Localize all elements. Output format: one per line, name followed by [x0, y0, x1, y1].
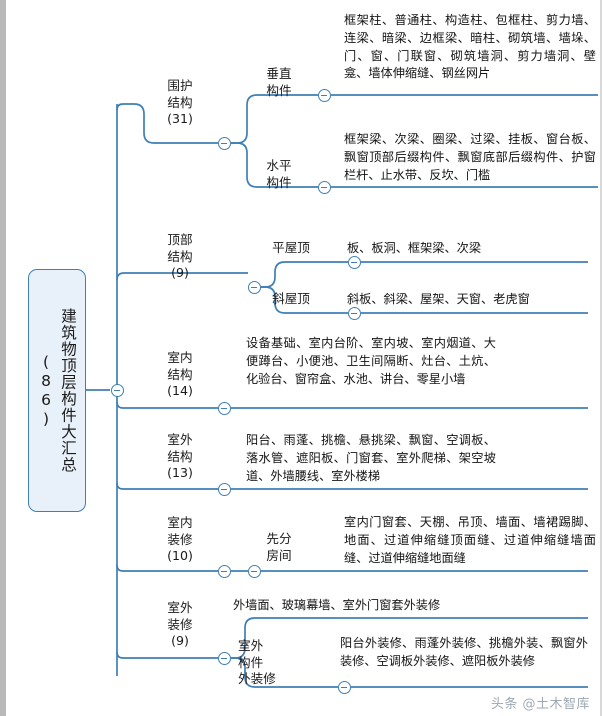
node-label-outdoor-member-decoration[interactable]: 室外 构件 外装修: [238, 638, 276, 687]
leaf-outdoor-structure: 阳台、雨蓬、挑檐、悬挑梁、飘窗、空调板、落水管、遮阳板、门窗套、室外爬梯、架空坡…: [246, 433, 496, 483]
branch-label-outdoor-decoration[interactable]: 室外 装修 (9): [167, 600, 193, 649]
collapse-handle-sloped-roof[interactable]: [348, 307, 361, 320]
leaf-horizontal-members: 框架梁、次梁、圈梁、过梁、挂板、窗台板、飘窗顶部后缀构件、飘窗底部后缀构件、护窗…: [344, 132, 596, 182]
node-label-by-room-first[interactable]: 先分 房间: [266, 531, 292, 563]
collapse-handle-horizontal-members[interactable]: [318, 181, 331, 194]
collapse-handle-outdoor-member-decoration[interactable]: [338, 681, 351, 694]
branch-label-indoor-structure[interactable]: 室内 结构 (14): [167, 350, 193, 399]
collapse-handle-top-structure[interactable]: [248, 281, 261, 294]
branch-label-enclosure[interactable]: 围护 结构 (31): [167, 78, 193, 127]
watermark: 头条 @土木智库: [490, 697, 590, 712]
leaf-vertical-members: 框架柱、普通柱、构造柱、包框柱、剪力墙、连梁、暗梁、边框梁、暗柱、砌筑墙、墙垛、…: [344, 13, 596, 81]
node-label-horizontal-members[interactable]: 水平 构件: [266, 158, 292, 190]
collapse-handle-enclosure[interactable]: [218, 137, 231, 150]
branch-label-indoor-decoration[interactable]: 室内 装修 (10): [167, 515, 193, 564]
collapse-handle-root[interactable]: [111, 384, 124, 397]
leaf-indoor-structure: 设备基础、室内台阶、室内坡、室内烟道、大便蹲台、小便池、卫生间隔断、灶台、土炕、…: [246, 336, 496, 386]
collapse-handle-indoor-decoration[interactable]: [218, 565, 231, 578]
collapse-handle-outdoor-structure[interactable]: [218, 483, 231, 496]
node-label-vertical-members[interactable]: 垂直 构件: [266, 66, 292, 98]
node-label-flat-roof[interactable]: 平屋顶: [272, 240, 310, 255]
collapse-handle-flat-roof[interactable]: [348, 256, 361, 269]
branch-label-top-structure[interactable]: 顶部 结构 (9): [167, 232, 193, 281]
leaf-outdoor-surface: 外墙面、玻璃幕墙、室外门窗套外装修: [233, 598, 441, 612]
leaf-by-room-first: 室内门窗套、天棚、吊顶、墙面、墙裙踢脚、地面、过道伸缩缝顶面缝、过道伸缩缝墙面缝…: [344, 515, 596, 565]
root-node[interactable]: 建筑物顶层构件大汇总 (86): [28, 269, 86, 512]
branch-label-outdoor-structure[interactable]: 室外 结构 (13): [167, 432, 193, 481]
leaf-outdoor-member-decoration: 阳台外装修、雨蓬外装修、挑檐外装、飘窗外装修、空调板外装修、遮阳板外装修: [340, 636, 588, 668]
leaf-sloped-roof: 斜板、斜梁、屋架、天窗、老虎窗: [347, 292, 530, 306]
node-label-sloped-roof[interactable]: 斜屋顶: [272, 291, 310, 306]
leaf-flat-roof: 板、板洞、框架梁、次梁: [347, 241, 482, 255]
root-node-label: 建筑物顶层构件大汇总 (86): [37, 308, 77, 473]
collapse-handle-by-room-first[interactable]: [248, 565, 261, 578]
collapse-handle-indoor-structure[interactable]: [218, 402, 231, 415]
collapse-handle-vertical-members[interactable]: [318, 89, 331, 102]
collapse-handle-outdoor-decoration[interactable]: [218, 652, 231, 665]
